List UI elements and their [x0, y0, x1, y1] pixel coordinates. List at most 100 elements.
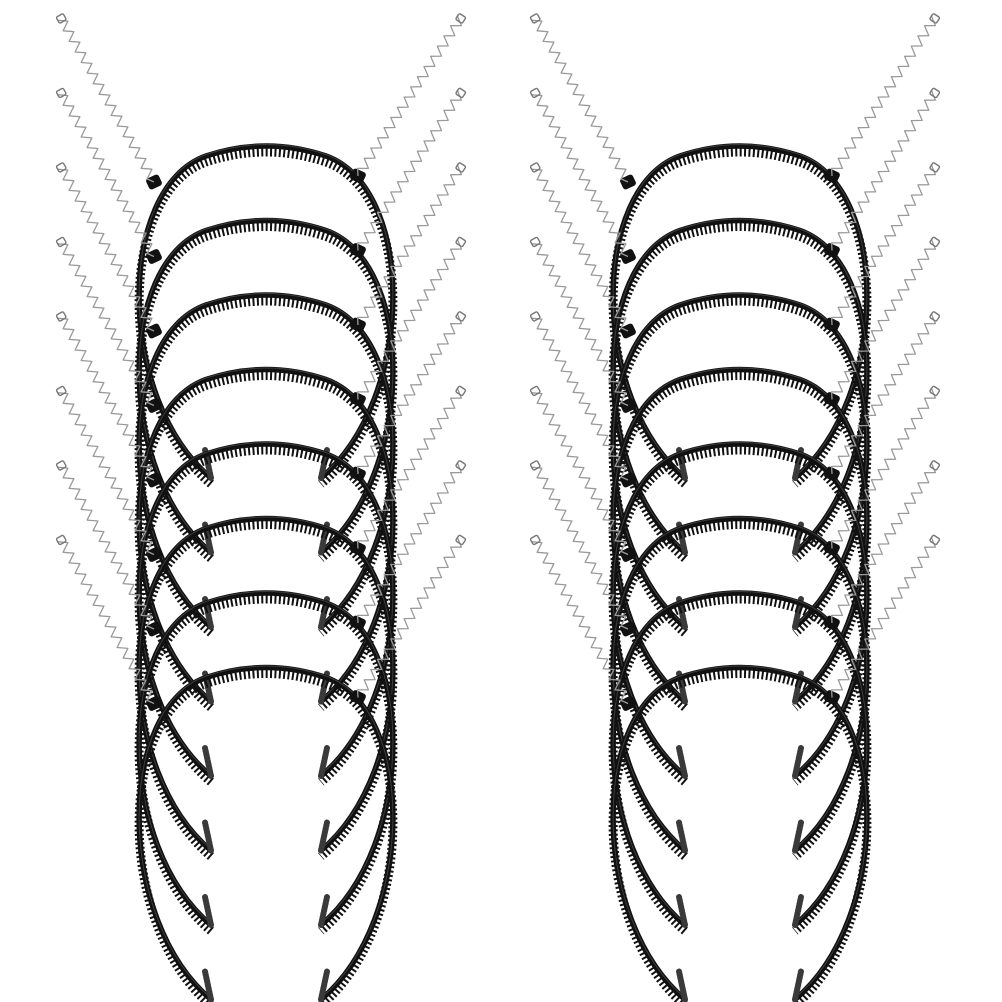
band-tip-left — [676, 745, 688, 779]
spring-mount-left — [620, 249, 636, 264]
comb-teeth — [134, 445, 398, 786]
spring-left — [531, 541, 629, 705]
comb-teeth — [134, 222, 398, 562]
spring-right-tip — [929, 311, 941, 322]
band-tip-right — [318, 968, 330, 1002]
spring-right-tip — [455, 13, 467, 24]
spring-right — [830, 313, 937, 475]
band-tip-left — [676, 819, 688, 854]
spring-left-tip — [55, 460, 67, 471]
spring-right — [830, 164, 937, 326]
spring-right — [830, 238, 937, 400]
comb-teeth — [134, 669, 398, 1002]
spring-right-tip — [929, 385, 941, 397]
headband-right-8 — [529, 534, 941, 1002]
spring-right-tip — [455, 534, 467, 546]
spring-right-tip — [455, 460, 467, 471]
spring-left — [531, 243, 629, 407]
spring-left-tip — [55, 162, 67, 173]
band-tip-right — [792, 894, 804, 928]
spring-right-tip — [455, 236, 467, 248]
spring-left-tip — [55, 385, 67, 397]
spring-right — [356, 15, 463, 177]
comb-teeth — [134, 296, 398, 637]
spring-left — [531, 19, 629, 183]
comb-teeth — [608, 520, 872, 860]
comb-teeth — [134, 147, 398, 488]
spring-left — [57, 466, 155, 630]
spring-left-tip — [55, 311, 67, 322]
band-highlight — [138, 665, 394, 999]
spring-right — [356, 89, 463, 251]
spring-right-tip — [929, 162, 941, 173]
comb-teeth — [608, 594, 872, 935]
spring-left — [57, 19, 155, 183]
spring-left — [531, 466, 629, 630]
spring-left-tip — [529, 385, 541, 397]
spring-left-tip — [529, 162, 541, 173]
spring-left — [531, 94, 629, 258]
spring-right — [830, 15, 937, 177]
headband-stack-left — [55, 13, 467, 1002]
spring-right-tip — [929, 534, 941, 546]
comb-teeth — [134, 371, 398, 711]
comb-teeth — [134, 594, 398, 935]
spring-left-tip — [55, 87, 67, 99]
band-tip-left — [202, 968, 214, 1002]
spring-left — [57, 392, 155, 556]
band-tip-left — [202, 745, 214, 779]
spring-right — [356, 238, 463, 400]
spring-left-tip — [529, 311, 541, 322]
headband-stack-right — [529, 13, 941, 1002]
spring-left — [531, 392, 629, 556]
spring-right-tip — [929, 460, 941, 471]
comb-teeth — [608, 371, 872, 711]
spring-left-tip — [55, 236, 67, 248]
spring-left — [57, 243, 155, 407]
band-tip-left — [676, 894, 688, 928]
spring-left-tip — [529, 87, 541, 99]
band-tip-right — [318, 894, 330, 928]
spring-left-tip — [529, 460, 541, 471]
spring-right — [830, 89, 937, 251]
spring-left-tip — [55, 13, 67, 24]
spring-right — [356, 462, 463, 624]
spring-left — [57, 168, 155, 332]
spring-left — [531, 168, 629, 332]
comb-teeth — [608, 222, 872, 562]
spring-left — [531, 317, 629, 481]
spring-right-tip — [929, 13, 941, 24]
band-tip-left — [202, 894, 214, 928]
spring-left — [57, 94, 155, 258]
spring-left-tip — [529, 236, 541, 248]
comb-teeth — [608, 445, 872, 786]
comb-teeth — [608, 296, 872, 637]
spring-right — [830, 462, 937, 624]
comb-teeth — [134, 520, 398, 860]
spring-left-tip — [529, 13, 541, 24]
band-tip-right — [792, 745, 804, 779]
spring-left — [57, 541, 155, 705]
spring-left — [57, 317, 155, 481]
comb-teeth — [608, 147, 872, 488]
spring-right-tip — [929, 87, 941, 99]
spring-right-tip — [455, 87, 467, 99]
band-tip-right — [792, 819, 804, 854]
spring-left-tip — [529, 534, 541, 546]
spring-right — [356, 164, 463, 326]
spring-right — [830, 387, 937, 549]
band-tip-right — [318, 819, 330, 854]
spring-right — [356, 387, 463, 549]
headband-left-8 — [55, 534, 467, 1002]
spring-mount-left — [146, 249, 162, 264]
spring-right-tip — [455, 385, 467, 397]
spring-left-tip — [55, 534, 67, 546]
spring-right-tip — [929, 236, 941, 248]
spring-right — [356, 536, 463, 698]
comb-teeth — [608, 669, 872, 1002]
spring-right — [356, 313, 463, 475]
band-tip-left — [676, 968, 688, 1002]
